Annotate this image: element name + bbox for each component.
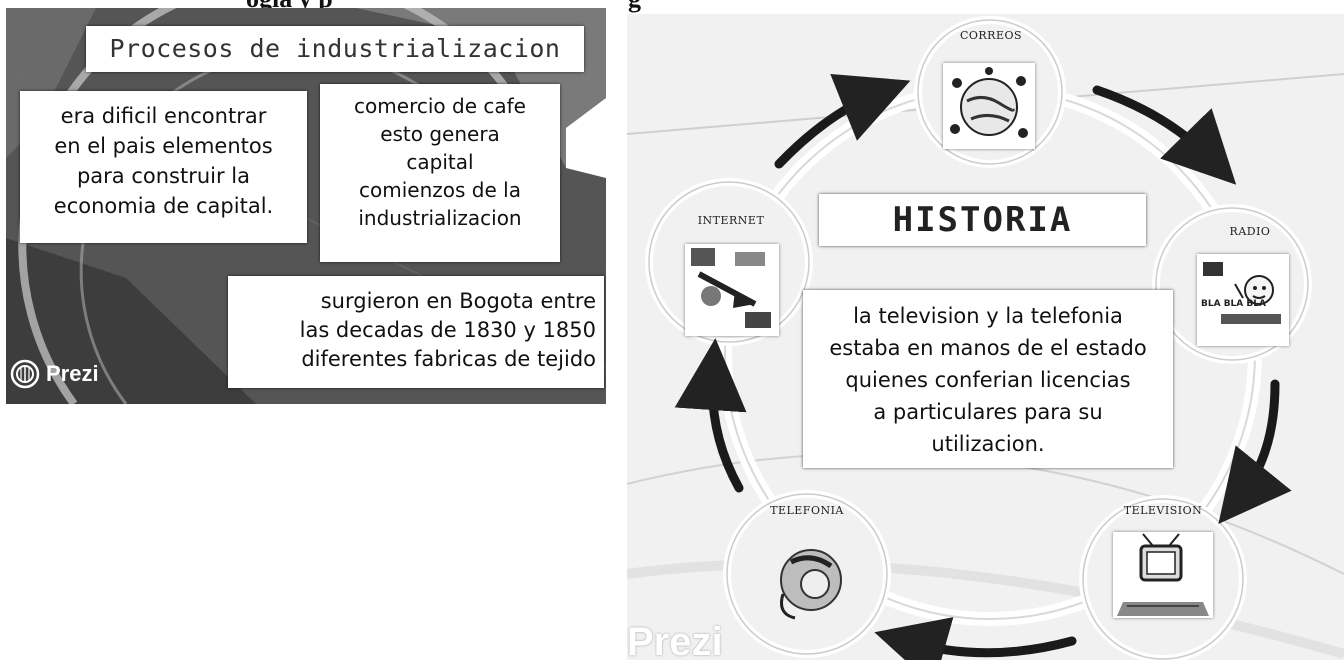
prezi-logo: Prezi [10, 358, 99, 390]
correos-picture [943, 63, 1035, 149]
rotary-phone-globe-icon [780, 549, 842, 620]
prezi-slide-historia: CORREOS RADIO TELEVISION TELEFONIA INTER… [627, 14, 1344, 660]
prezi-logo-icon [10, 359, 40, 389]
node-label-television: TELEVISION [1123, 504, 1203, 517]
text-bogota: surgieron en Bogota entre las decadas de… [299, 289, 596, 371]
prezi-slide-industrializacion: Procesos de industrializacion era difici… [6, 8, 606, 404]
node-label-radio: RADIO [1229, 225, 1271, 238]
radio-bla-text: BLA BLA BLA [1201, 299, 1266, 309]
node-label-internet: INTERNET [697, 214, 765, 227]
prezi-logo-text: Prezi [46, 361, 99, 386]
text-card-bogota: surgieron en Bogota entre las decadas de… [228, 276, 604, 388]
text-elementos: era dificil encontrar en el pais element… [53, 104, 274, 218]
internet-collage-icon [691, 248, 771, 328]
text-card-cafe: comercio de cafe esto genera capital com… [320, 84, 560, 262]
node-label-correos: CORREOS [959, 29, 1023, 42]
slide-title: Procesos de industrializacion [109, 34, 561, 63]
text-card-elementos: era dificil encontrar en el pais element… [20, 91, 307, 243]
radio-host-icon: BLA BLA BLA [1201, 262, 1281, 324]
caption-right: g [628, 0, 641, 14]
node-label-telefonia: TELEFONIA [770, 504, 844, 517]
historia-title: HISTORIA [892, 200, 1073, 240]
title-card: Procesos de industrializacion [86, 26, 584, 72]
globe-people-icon [950, 67, 1028, 138]
television-picture [1113, 532, 1213, 618]
telefonia-picture [771, 544, 847, 624]
cycle-arrows [674, 73, 1292, 660]
radio-picture: BLA BLA BLA [1197, 254, 1289, 346]
old-tv-icon [1117, 533, 1209, 616]
prezi-watermark: Prezi [627, 620, 723, 660]
historia-title-card: HISTORIA [819, 194, 1146, 246]
internet-picture [685, 244, 779, 336]
text-cafe: comercio de cafe esto genera capital com… [354, 94, 526, 230]
center-text: la television y la telefonia estaba en m… [829, 304, 1147, 456]
center-text-card: la television y la telefonia estaba en m… [803, 290, 1173, 468]
